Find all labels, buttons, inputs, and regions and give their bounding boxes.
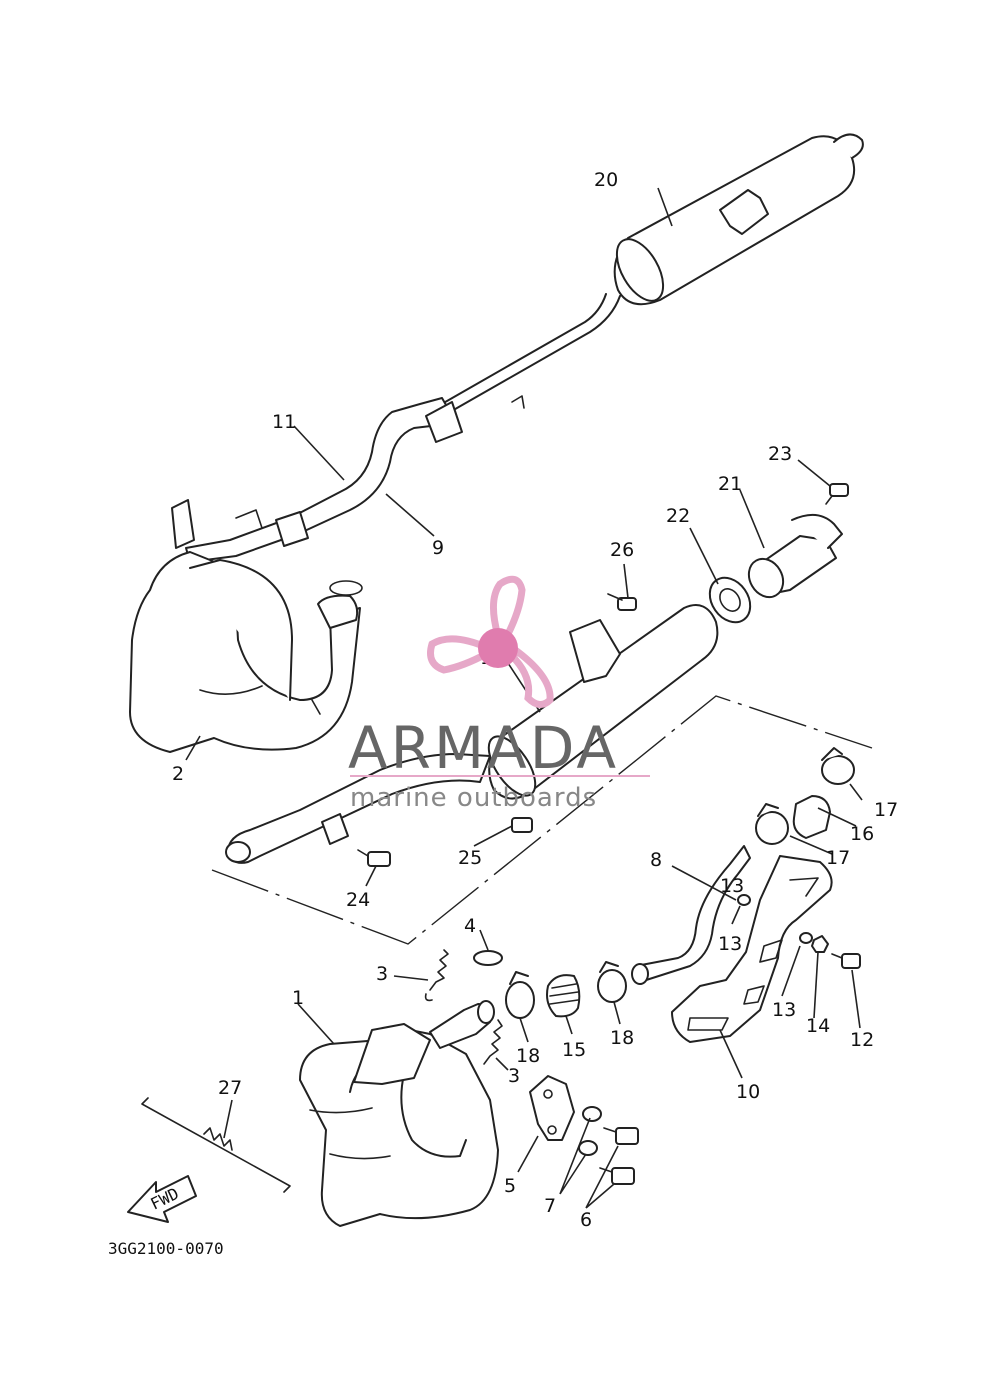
label-part-22: 22 [666,505,690,527]
part-11-9-exhaust-pipe [185,395,525,563]
part-20-silencer [439,133,864,413]
part-25-bolt [511,817,533,833]
part-14-nut [811,935,829,953]
part-18-clamp-right [597,961,627,1003]
fwd-arrow-icon: FWD [127,1175,197,1223]
part-5-bracket [529,1075,575,1141]
label-part-20: 20 [594,169,618,191]
part-12-bolt [831,953,861,969]
part-17-clamp-upper [821,747,855,785]
label-part-13-c: 13 [720,875,744,897]
propeller-logo-icon [427,575,554,708]
label-part-9: 9 [432,537,444,559]
part-7-washers [578,1106,602,1156]
part-26-bolt [607,593,637,611]
part-13-washer-b [799,932,813,944]
label-part-17-b: 17 [826,847,850,869]
label-part-7: 7 [544,1195,556,1217]
part-18-clamp-left [505,971,535,1019]
label-part-18-a: 18 [516,1045,540,1067]
label-part-10: 10 [736,1081,760,1103]
watermark: ARMADA marine outboards [348,575,650,813]
part-2-expansion-chamber [129,499,363,753]
part-8-joint-pipe [631,845,751,985]
label-part-24: 24 [346,889,370,911]
label-part-17-a: 17 [874,799,898,821]
label-part-23: 23 [768,443,792,465]
part-16-joint [792,795,831,839]
part-21-tail-pipe [747,513,843,599]
part-17-clamp-lower [755,803,789,845]
part-13-washer-a [737,894,751,906]
part-3-spring-upper [424,949,449,1002]
watermark-brand: ARMADA [348,714,619,782]
part-4-o-ring [473,950,503,966]
part-15-sleeve [546,974,581,1018]
part-19-silencer [225,604,719,864]
label-part-15: 15 [562,1039,586,1061]
assembly-boundary [211,695,873,945]
diagram-code: 3GG2100-0070 [108,1239,224,1258]
part-10-protector [671,855,833,1043]
part-23-bolt [825,483,849,505]
label-part-1: 1 [292,987,304,1009]
label-part-2: 2 [172,763,184,785]
label-part-25: 25 [458,847,482,869]
label-part-13-b: 13 [772,999,796,1021]
label-part-4: 4 [464,915,476,937]
label-part-13-a: 13 [718,933,742,955]
part-6-bolts [599,1127,639,1185]
label-part-18-b: 18 [610,1027,634,1049]
label-part-14: 14 [806,1015,830,1037]
part-27-spring-rod [141,1097,291,1193]
label-part-27: 27 [218,1077,242,1099]
label-part-3: 3 [376,963,388,985]
part-3-spring-lower [483,1019,503,1065]
label-part-8: 8 [650,849,662,871]
watermark-tagline: marine outboards [350,783,597,813]
label-part-26: 26 [610,539,634,561]
label-part-21: 21 [718,473,742,495]
label-part-16: 16 [850,823,874,845]
label-part-11: 11 [272,411,296,433]
label-part-3-second: 3 [508,1065,520,1087]
label-part-12: 12 [850,1029,874,1051]
label-part-5: 5 [504,1175,516,1197]
part-24-bolt [357,849,391,867]
part-1-expansion-chamber [299,1000,499,1227]
leader-lines [185,187,863,1209]
label-part-6: 6 [580,1209,592,1231]
